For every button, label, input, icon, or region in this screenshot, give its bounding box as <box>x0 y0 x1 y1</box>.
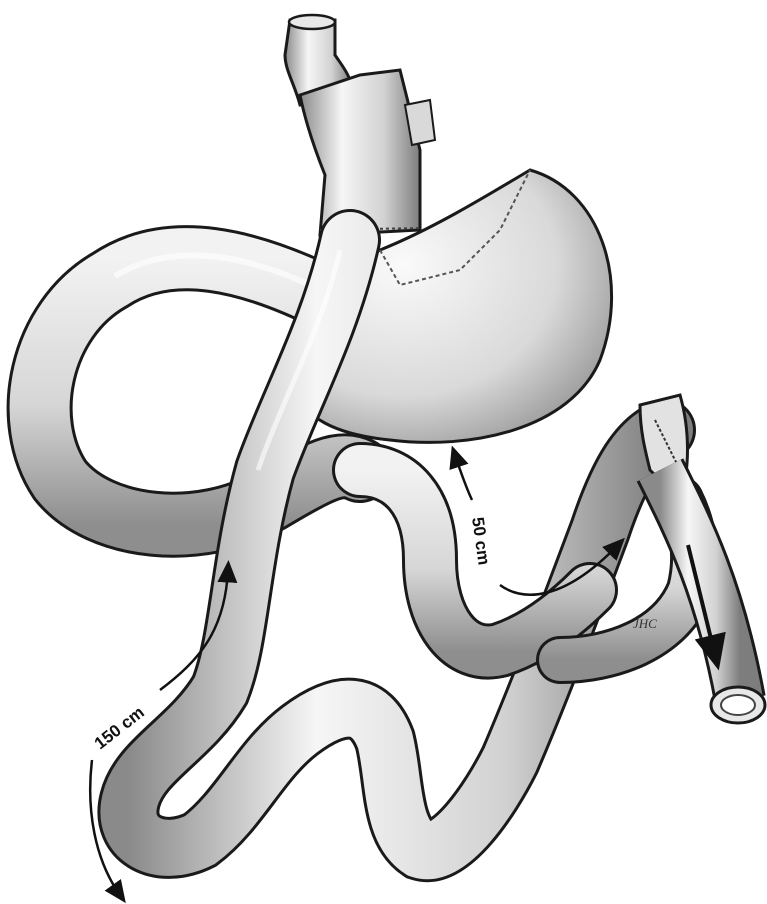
measure-short-label: 50 cm <box>468 516 494 566</box>
artist-signature: JHC <box>633 616 657 631</box>
gastric-pouch <box>300 70 435 235</box>
measure-short-arrow-upper <box>455 455 472 500</box>
